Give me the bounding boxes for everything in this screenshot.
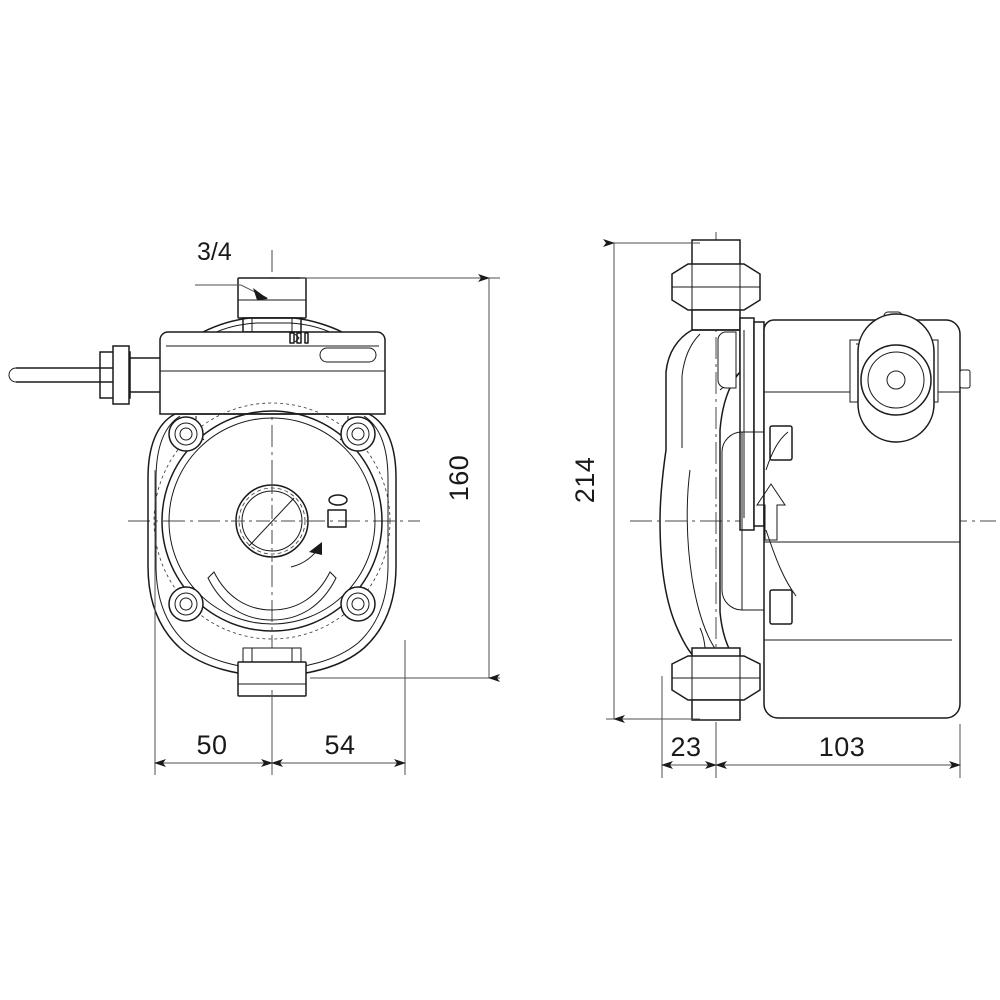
vent-plug-center [231, 480, 313, 562]
dim-text-214: 214 [570, 457, 600, 504]
flange-plate-side [717, 317, 765, 531]
top-union-assembly [671, 239, 761, 331]
bolt-boss-bottom-right [340, 586, 376, 622]
rating-plate-glyph [327, 494, 348, 528]
dim-text-54: 54 [324, 730, 355, 760]
bolt-boss-bottom-left [168, 586, 204, 622]
dim-text-50: 50 [196, 730, 227, 760]
flow-direction-arrow [756, 483, 786, 541]
thread-callout-leader [195, 284, 268, 300]
callout-thread-size: 3/4 [197, 238, 232, 266]
terminal-box [8, 317, 386, 415]
bottom-port-boss [237, 647, 307, 697]
bolt-boss-top-right [340, 416, 376, 452]
bolt-boss-top-left [168, 416, 204, 452]
bolt-boss-group [168, 416, 376, 622]
side-dimension-group [603, 239, 961, 778]
suction-passage-side [721, 431, 797, 611]
motor-can-side [763, 311, 971, 719]
housing-crescent-slot [207, 571, 337, 621]
dim-text-160: 160 [444, 455, 474, 502]
bottom-union-assembly [671, 647, 761, 721]
housing-mark-glyph [289, 332, 309, 344]
front-dimension-group [154, 274, 500, 775]
side-view-group [630, 232, 996, 770]
housing-label-slot [319, 347, 377, 363]
rotation-direction-arrow [290, 542, 322, 568]
dim-text-103: 103 [819, 732, 866, 762]
connector-boss-side [857, 313, 935, 443]
front-view-group [8, 250, 420, 770]
motor-can-circle [153, 402, 391, 640]
dim-text-23: 23 [670, 732, 701, 762]
